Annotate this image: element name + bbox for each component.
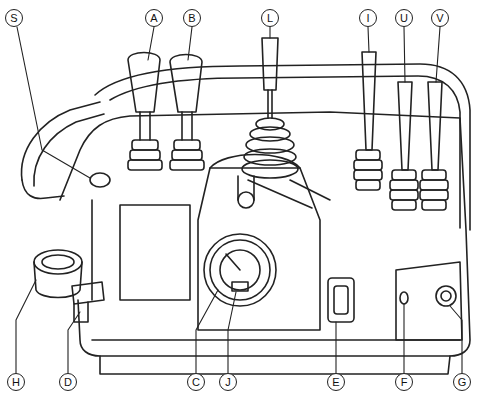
callout-letter: V — [431, 9, 449, 27]
callout-letter: U — [395, 9, 413, 27]
callout-letter: A — [145, 9, 163, 27]
callout-letter: E — [327, 373, 345, 391]
callout-letter: F — [395, 373, 413, 391]
callout-letter: H — [7, 373, 25, 391]
callout-letter: I — [359, 9, 377, 27]
callout-letter: L — [261, 9, 279, 27]
callout-letter: C — [187, 373, 205, 391]
leader-lines — [16, 27, 462, 373]
callout-letter: D — [59, 373, 77, 391]
callout-letter: B — [183, 9, 201, 27]
callout-letter: J — [219, 373, 237, 391]
callout-letter: G — [453, 373, 471, 391]
callout-letter: S — [5, 9, 23, 27]
